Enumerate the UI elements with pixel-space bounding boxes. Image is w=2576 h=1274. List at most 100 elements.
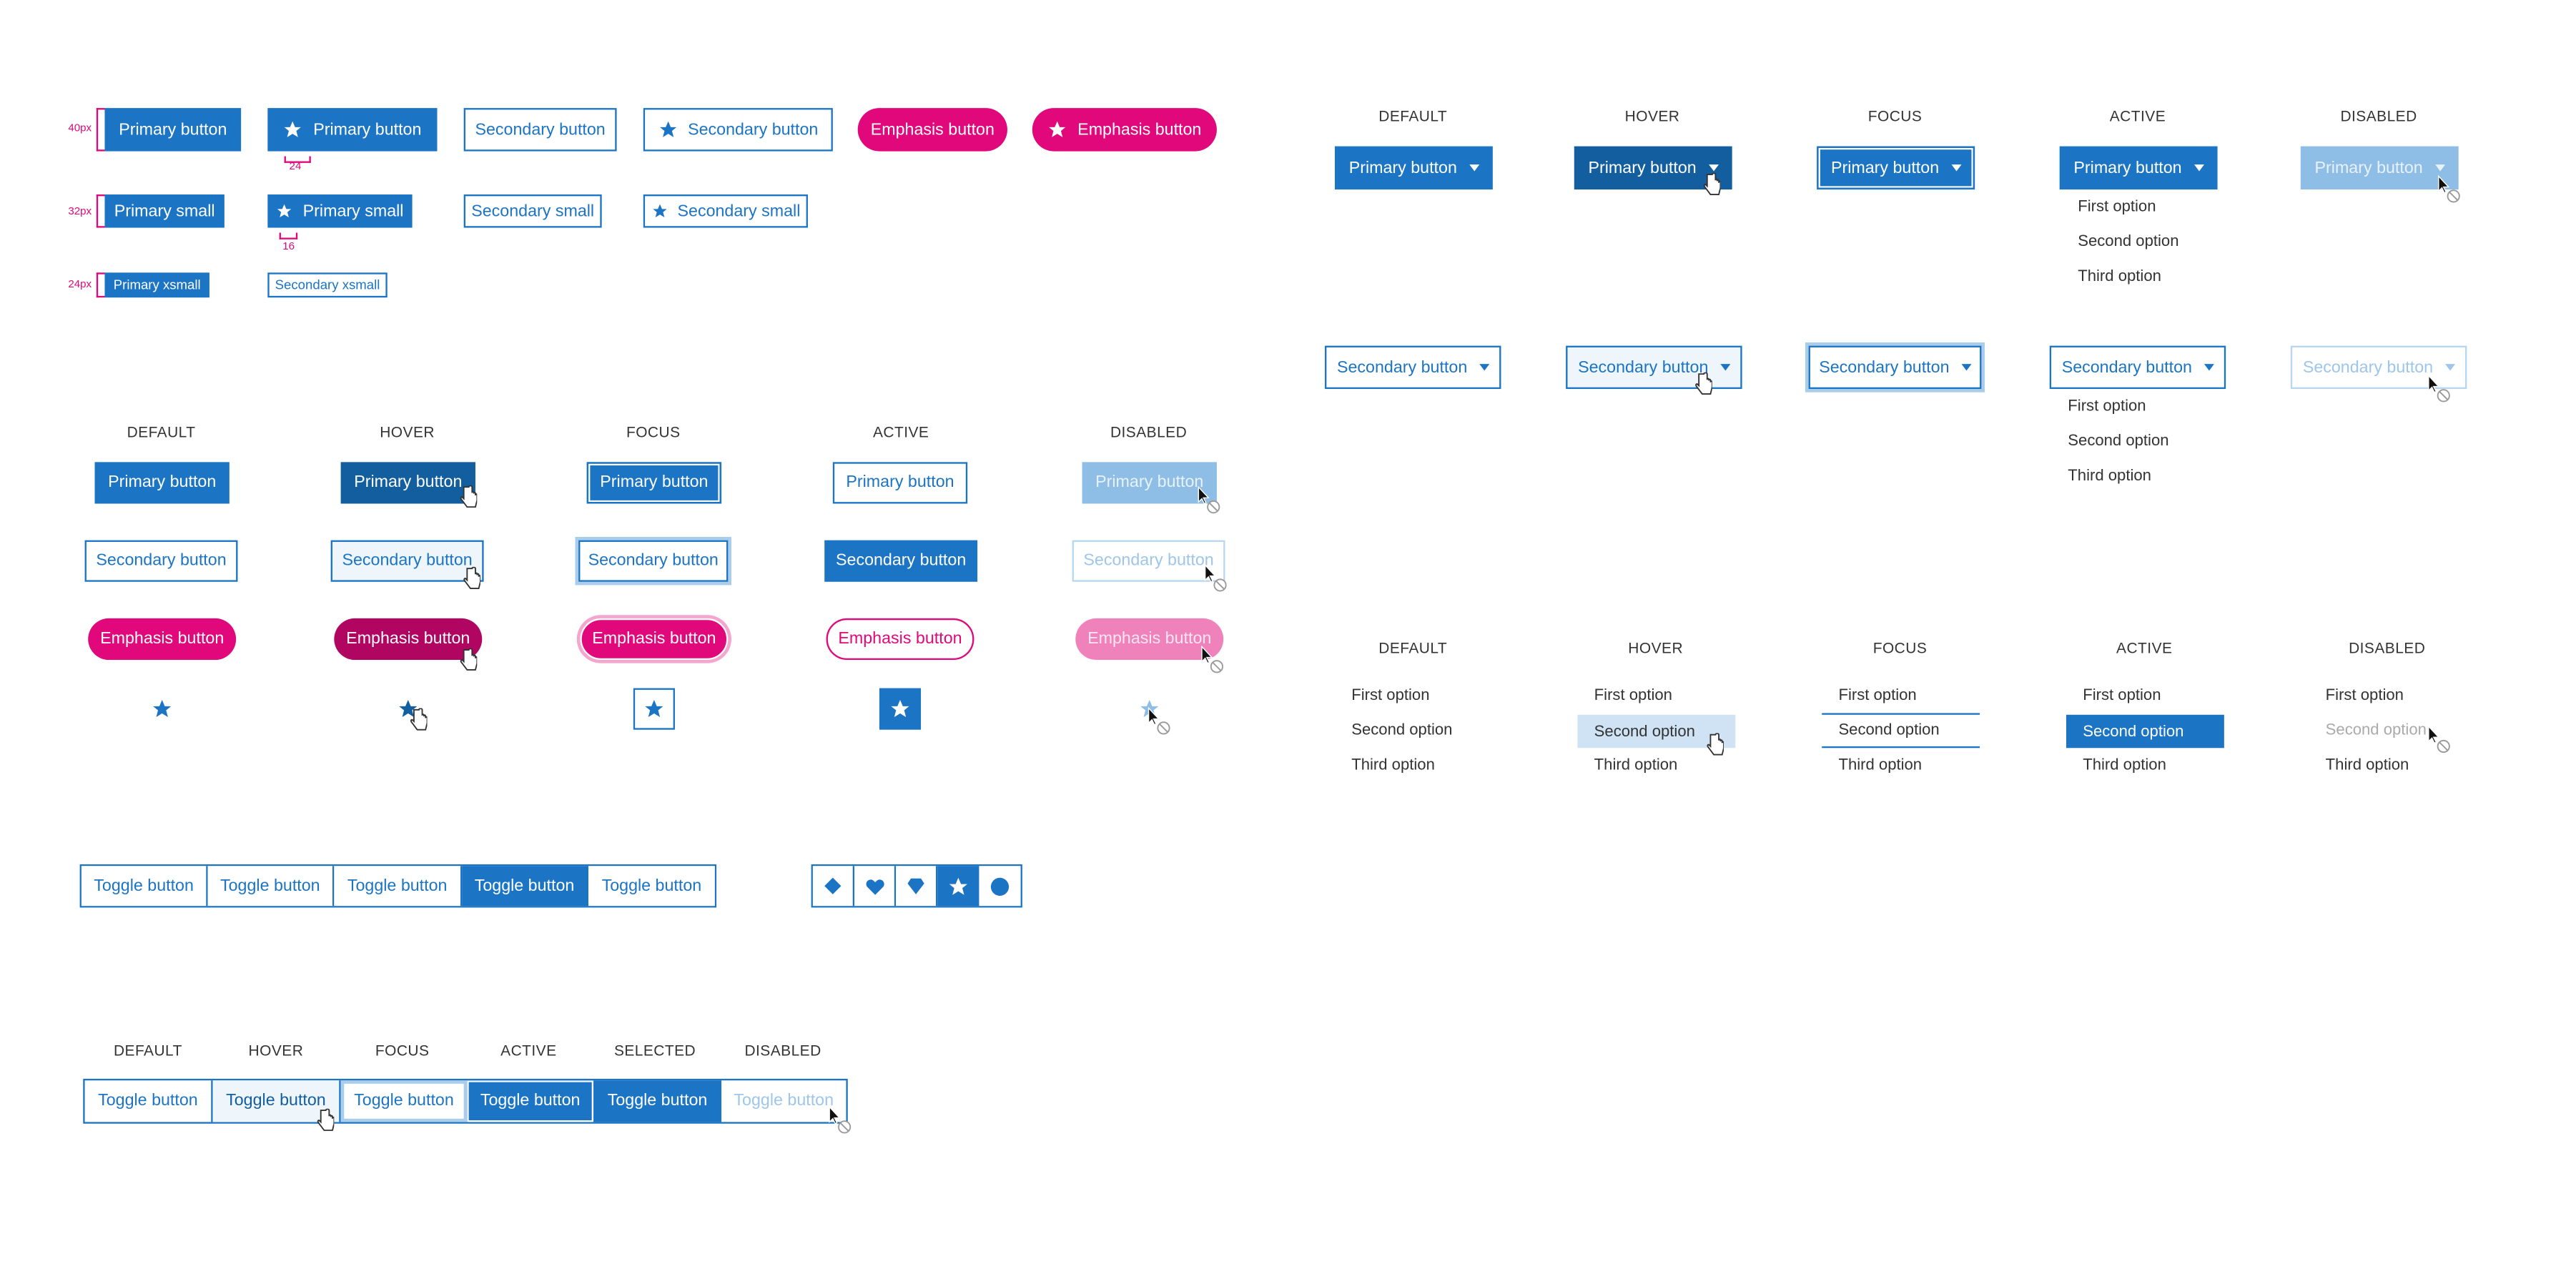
toggle-button-focus[interactable]: Toggle button	[341, 1080, 468, 1122]
menu-state-default: DEFAULT	[1378, 640, 1448, 657]
menu-option-active[interactable]: Second option	[2066, 714, 2224, 749]
toggle-button[interactable]: Toggle button	[588, 866, 715, 907]
dropdown-option[interactable]: First option	[2078, 197, 2156, 217]
primary-button-hover[interactable]: Primary button	[340, 462, 475, 504]
primary-button-active[interactable]: Primary button	[832, 462, 968, 504]
diamond-icon[interactable]	[812, 866, 855, 907]
menu-option[interactable]: Third option	[1594, 756, 1678, 775]
primary-button-40[interactable]: Primary button	[104, 108, 242, 152]
menu-option-hover[interactable]: Second option	[1577, 714, 1736, 749]
icon-spacing-16: 16	[282, 241, 295, 253]
state-label-hover: HOVER	[380, 423, 435, 441]
not-allowed-icon	[2438, 174, 2460, 203]
secondary-button-focus[interactable]: Secondary button	[578, 540, 729, 582]
toggle-button-selected[interactable]: Toggle button	[593, 1080, 722, 1122]
dropdown-option[interactable]: First option	[2068, 397, 2146, 416]
secondary-button-default[interactable]: Secondary button	[84, 540, 238, 582]
secondary-small-button[interactable]: Secondary small	[463, 194, 602, 228]
menu-option[interactable]: First option	[1838, 686, 1917, 705]
secondary-dropdown-disabled: Secondary button	[2290, 345, 2467, 390]
toggle-button[interactable]: Toggle button	[207, 866, 335, 907]
toggle-states-row: Toggle button Toggle button Toggle butto…	[83, 1078, 848, 1124]
primary-button-focus[interactable]: Primary button	[586, 462, 722, 504]
button-label: Secondary small	[677, 202, 801, 221]
emphasis-button-hover[interactable]: Emphasis button	[334, 618, 483, 661]
toggle-button-disabled: Toggle button	[734, 1092, 834, 1111]
emphasis-button-focus[interactable]: Emphasis button	[580, 618, 729, 661]
secondary-button-active[interactable]: Secondary button	[824, 540, 978, 582]
dropdown-state-default: DEFAULT	[1378, 108, 1448, 125]
toggle-button-active[interactable]: Toggle button	[467, 1080, 594, 1122]
primary-small-icon-button[interactable]: Primary small	[267, 194, 413, 228]
caret-down-icon	[2434, 164, 2444, 172]
emphasis-icon-button-40[interactable]: Emphasis button	[1032, 108, 1217, 152]
secondary-button-40[interactable]: Secondary button	[463, 108, 617, 152]
primary-dropdown-focus[interactable]: Primary button	[1817, 146, 1975, 190]
star-icon[interactable]	[937, 866, 979, 907]
caret-down-icon	[2444, 364, 2455, 371]
dropdown-option[interactable]: Third option	[2078, 267, 2161, 286]
caret-down-icon	[1960, 364, 1971, 371]
primary-button-default[interactable]: Primary button	[94, 462, 230, 504]
secondary-small-icon-button[interactable]: Secondary small	[643, 194, 808, 228]
menu-option[interactable]: First option	[2083, 686, 2161, 705]
star-icon-button-default[interactable]	[152, 698, 173, 729]
toggle-button[interactable]: Toggle button	[81, 866, 208, 907]
star-icon-button-hover[interactable]	[398, 698, 419, 729]
primary-small-button[interactable]: Primary small	[104, 194, 224, 228]
not-allowed-icon	[1201, 645, 1223, 673]
size-label-32: 32px	[68, 206, 92, 218]
dropdown-option[interactable]: Second option	[2068, 432, 2169, 451]
hand-cursor-icon	[460, 485, 478, 508]
toggle-button[interactable]: Toggle button	[334, 866, 463, 907]
dropdown-label: Secondary button	[2302, 358, 2434, 377]
primary-dropdown-active[interactable]: Primary button	[2059, 146, 2218, 190]
dropdown-option[interactable]: Second option	[2078, 232, 2179, 252]
menu-option-focus[interactable]: Second option	[1822, 713, 1980, 749]
button-label: Secondary button	[688, 120, 819, 139]
state-label-default: DEFAULT	[127, 423, 196, 441]
secondary-dropdown-active[interactable]: Secondary button	[2049, 345, 2226, 390]
star-icon-button-focus[interactable]	[633, 688, 675, 730]
dropdown-label: Primary button	[1588, 159, 1697, 177]
secondary-icon-button-40[interactable]: Secondary button	[643, 108, 833, 152]
state-label-active: ACTIVE	[872, 423, 929, 441]
dropdown-label: Secondary button	[1578, 358, 1709, 377]
menu-option[interactable]: Third option	[2325, 756, 2409, 775]
state-label-disabled: DISABLED	[1110, 423, 1188, 441]
secondary-dropdown-hover[interactable]: Secondary button	[1566, 345, 1742, 390]
emphasis-button-40[interactable]: Emphasis button	[857, 108, 1007, 152]
gem-icon[interactable]	[896, 866, 938, 907]
menu-option[interactable]: First option	[1594, 686, 1672, 705]
menu-option[interactable]: Third option	[1351, 756, 1435, 775]
circle-icon[interactable]	[979, 866, 1021, 907]
star-icon	[651, 203, 667, 219]
dropdown-option[interactable]: Third option	[2068, 467, 2151, 485]
toggle-button-default[interactable]: Toggle button	[85, 1080, 213, 1122]
emphasis-button-active[interactable]: Emphasis button	[826, 618, 974, 661]
secondary-dropdown-focus[interactable]: Secondary button	[1808, 345, 1982, 390]
menu-option[interactable]: Second option	[1351, 721, 1453, 740]
heart-icon[interactable]	[854, 866, 897, 907]
menu-option[interactable]: First option	[1351, 686, 1430, 705]
primary-xsmall-button[interactable]: Primary xsmall	[104, 272, 209, 298]
menu-option[interactable]: First option	[2325, 686, 2404, 705]
secondary-dropdown-default[interactable]: Secondary button	[1325, 345, 1501, 390]
menu-option[interactable]: Third option	[1838, 756, 1923, 775]
emphasis-button-default[interactable]: Emphasis button	[88, 618, 237, 661]
star-icon-button-active[interactable]	[879, 688, 922, 730]
secondary-xsmall-button[interactable]: Secondary xsmall	[267, 272, 388, 298]
toggle-button-hover[interactable]: Toggle button	[212, 1080, 341, 1122]
star-icon	[891, 700, 909, 717]
hand-cursor-icon	[317, 1108, 335, 1131]
toggle-button-selected[interactable]: Toggle button	[462, 866, 589, 907]
primary-dropdown-hover[interactable]: Primary button	[1574, 146, 1732, 190]
primary-dropdown-default[interactable]: Primary button	[1334, 146, 1493, 190]
primary-dropdown-disabled: Primary button	[2300, 146, 2459, 190]
primary-icon-button-40[interactable]: Primary button	[267, 108, 438, 152]
button-label: Emphasis button	[1077, 120, 1202, 139]
menu-option[interactable]: Third option	[2083, 756, 2166, 775]
secondary-button-hover[interactable]: Secondary button	[330, 540, 484, 582]
size-marker-32	[96, 194, 105, 228]
dropdown-label: Primary button	[1348, 159, 1457, 177]
